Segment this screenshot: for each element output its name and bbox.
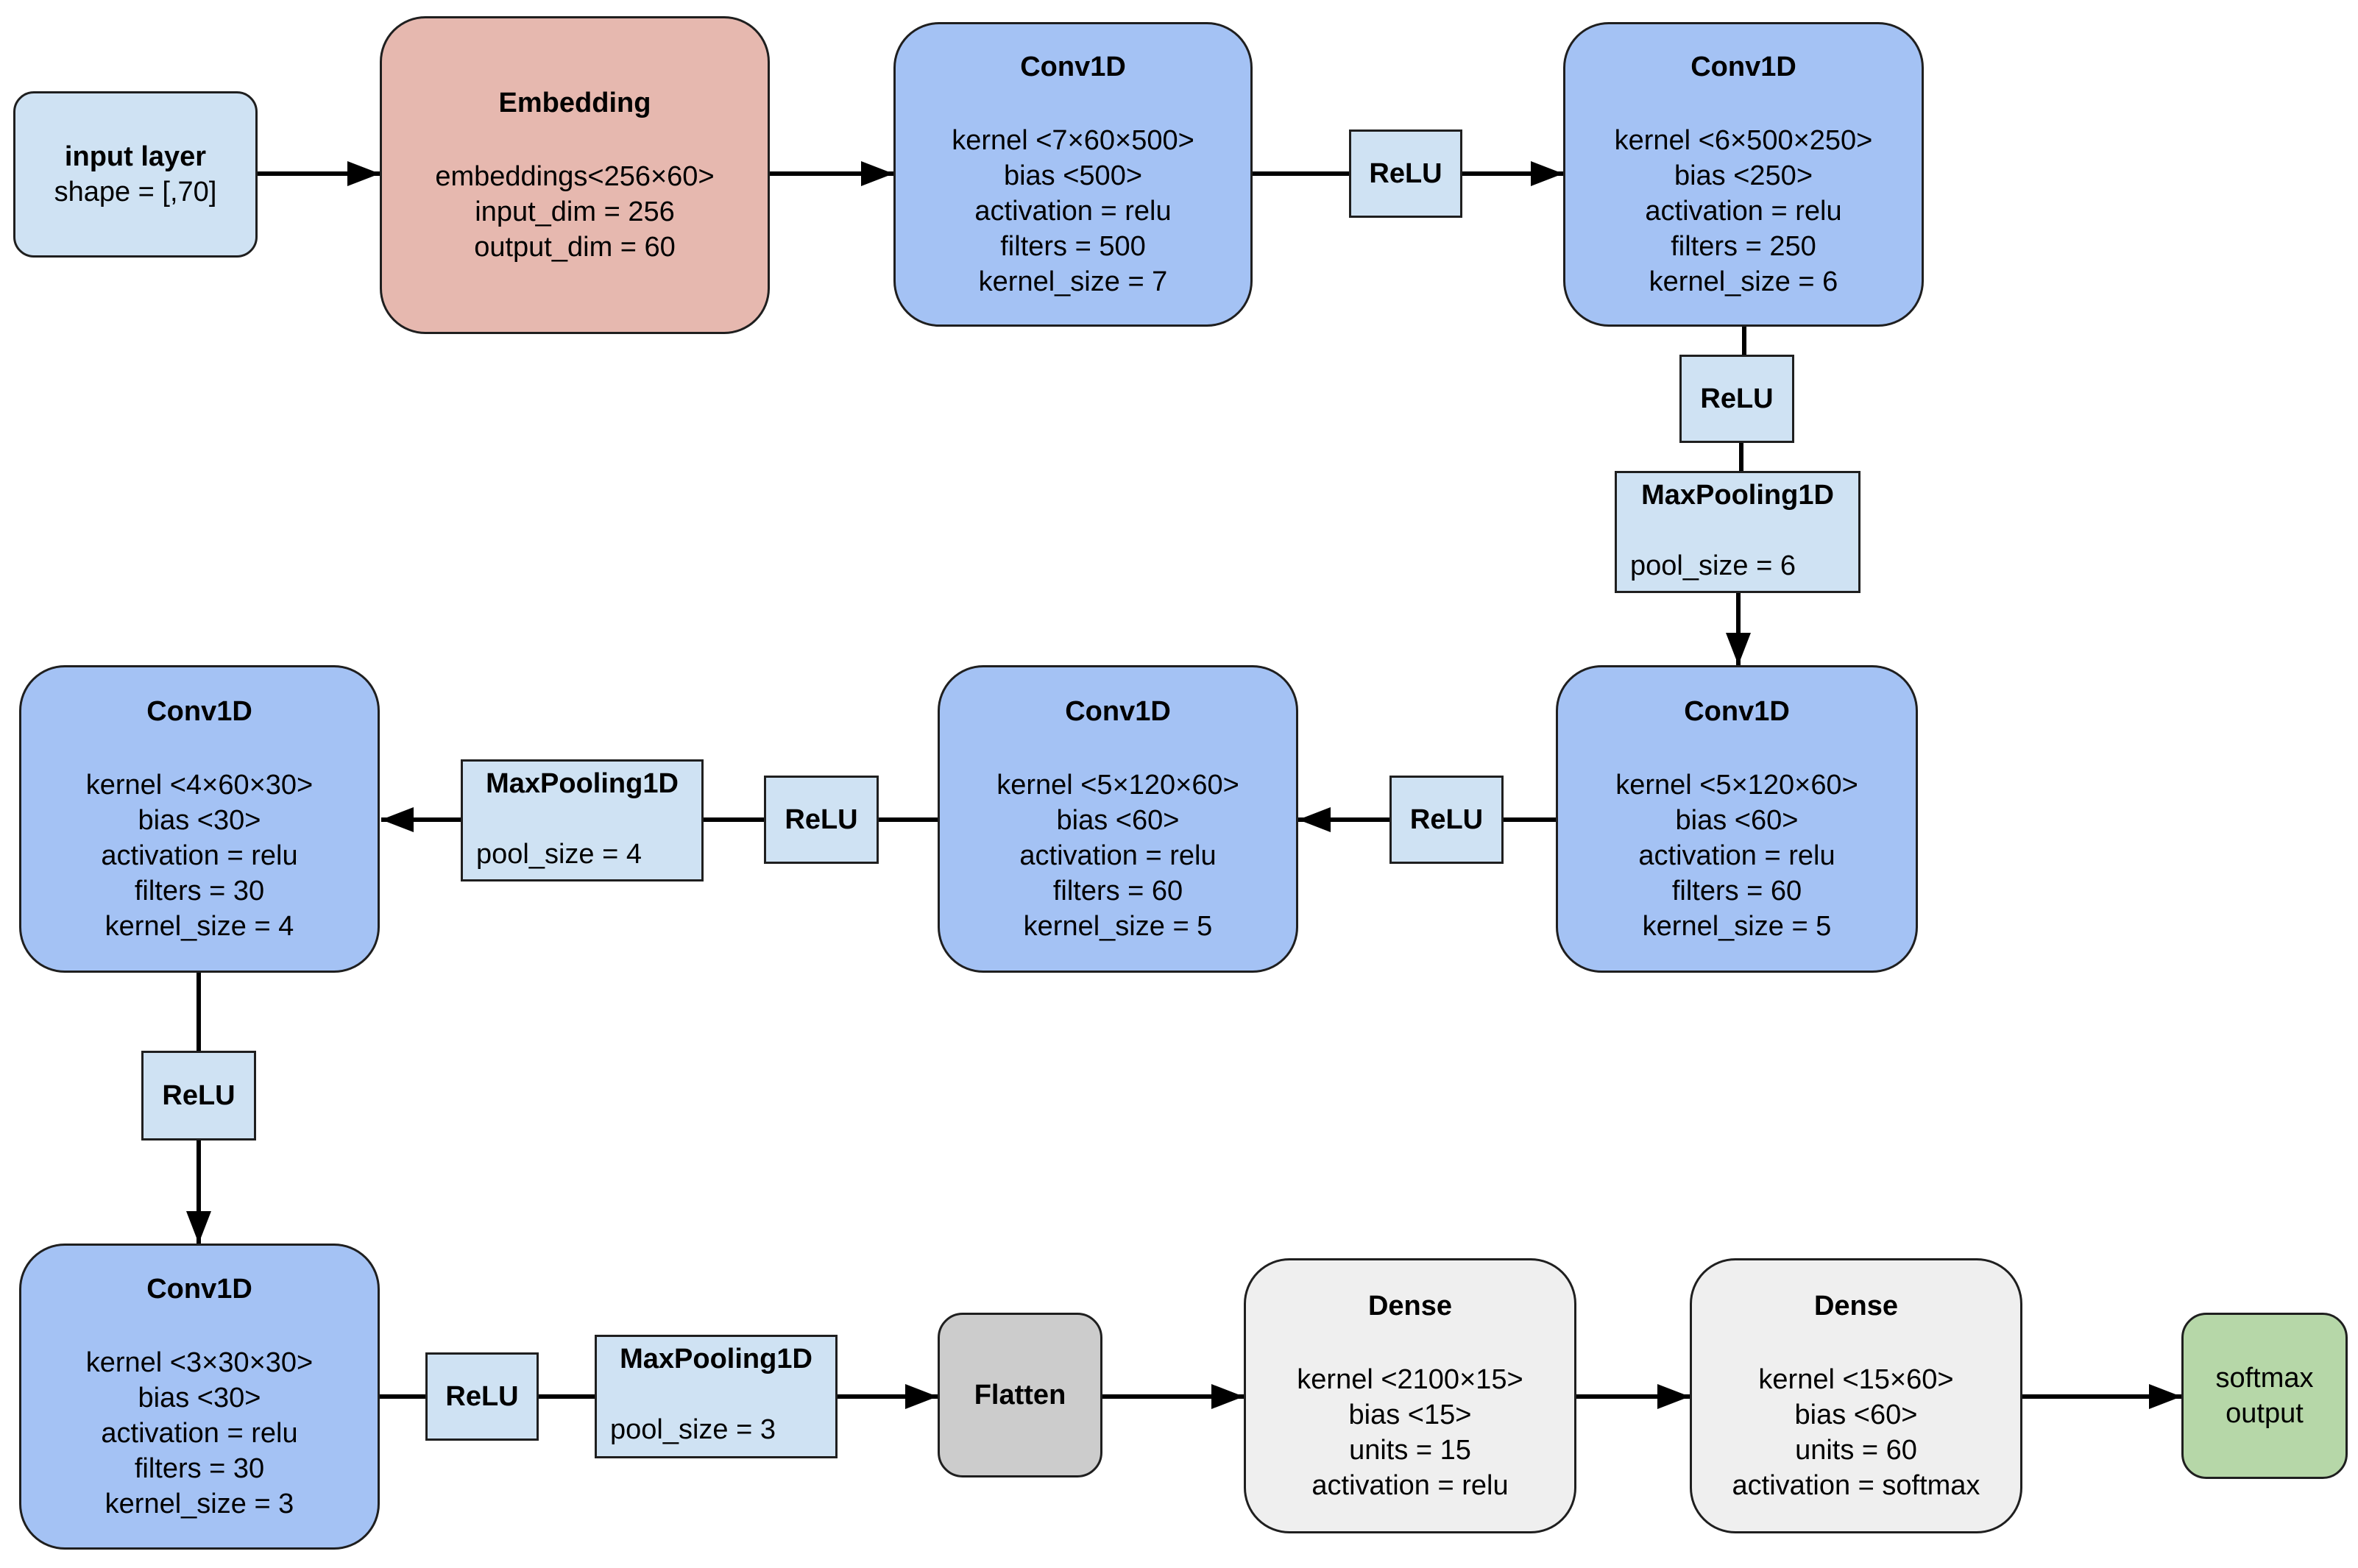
relu-node-3: ReLU — [1389, 776, 1504, 864]
node-title: MaxPooling1D — [486, 768, 679, 799]
conv1d-node-5: Conv1D kernel <4×60×30> bias <30> activa… — [19, 665, 380, 973]
node-param: pool_size = 4 — [476, 839, 642, 870]
node-param: filters = 60 — [1052, 876, 1183, 907]
node-title: ReLU — [1369, 158, 1442, 189]
conv1d-node-1: Conv1D kernel <7×60×500> bias <500> acti… — [893, 22, 1253, 327]
node-param: activation = relu — [1311, 1470, 1509, 1501]
node-param: activation = softmax — [1732, 1470, 1980, 1501]
node-param: embeddings<256×60> — [435, 161, 715, 192]
relu-node-2: ReLU — [1679, 355, 1794, 443]
node-param: bias <30> — [138, 1383, 261, 1413]
node-title: ReLU — [1409, 804, 1484, 835]
node-param: output_dim = 60 — [474, 232, 676, 263]
node-title: Dense — [1367, 1291, 1453, 1322]
node-param: pool_size = 3 — [610, 1414, 776, 1445]
node-param: kernel <4×60×30> — [85, 770, 314, 801]
node-title: Conv1D — [146, 1274, 252, 1305]
dense-node-1: Dense kernel <2100×15> bias <15> units =… — [1244, 1258, 1576, 1533]
node-param: bias <500> — [1003, 160, 1143, 191]
node-param: kernel_size = 3 — [105, 1489, 294, 1519]
node-param: kernel <6×500×250> — [1614, 125, 1873, 156]
node-param: kernel_size = 5 — [1023, 911, 1213, 942]
node-param: bias <60> — [1794, 1400, 1918, 1430]
dense-node-2: Dense kernel <15×60> bias <60> units = 6… — [1690, 1258, 2022, 1533]
input-layer-node: input layer shape = [,70] — [13, 91, 258, 258]
node-title: input layer — [64, 141, 207, 172]
node-title: Conv1D — [1684, 696, 1790, 727]
node-param: shape = [,70] — [54, 177, 217, 207]
node-param: filters = 60 — [1671, 876, 1802, 907]
maxpooling1d-node-3: MaxPooling1D pool_size = 3 — [595, 1335, 838, 1458]
node-param: kernel <15×60> — [1758, 1364, 1954, 1395]
node-param: bias <15> — [1348, 1400, 1472, 1430]
embedding-node: Embedding embeddings<256×60> input_dim =… — [380, 16, 770, 334]
node-title: MaxPooling1D — [1641, 480, 1834, 511]
node-title: Conv1D — [1065, 696, 1171, 727]
node-title: MaxPooling1D — [620, 1344, 812, 1374]
relu-node-5: ReLU — [141, 1051, 256, 1140]
relu-node-6: ReLU — [425, 1352, 539, 1441]
node-param: kernel_size = 6 — [1649, 266, 1838, 297]
node-param: filters = 500 — [1000, 231, 1146, 262]
softmax-output-node: softmax output — [2181, 1313, 2348, 1479]
relu-node-4: ReLU — [764, 776, 879, 864]
node-param: units = 60 — [1795, 1435, 1917, 1466]
node-title: Conv1D — [1690, 52, 1796, 82]
maxpooling1d-node-1: MaxPooling1D pool_size = 6 — [1615, 471, 1860, 593]
node-title: Dense — [1813, 1291, 1899, 1322]
node-param: pool_size = 6 — [1630, 550, 1796, 581]
node-param: activation = relu — [974, 196, 1172, 227]
node-title: ReLU — [785, 804, 858, 835]
node-title: Conv1D — [146, 696, 252, 727]
conv1d-node-3: Conv1D kernel <5×120×60> bias <60> activ… — [1556, 665, 1918, 973]
node-param: activation = relu — [1645, 196, 1842, 227]
node-param: activation = relu — [1638, 840, 1835, 871]
node-title: ReLU — [445, 1381, 519, 1412]
conv1d-node-6: Conv1D kernel <3×30×30> bias <30> activa… — [19, 1244, 380, 1550]
node-param: activation = relu — [1019, 840, 1217, 871]
node-param: kernel_size = 7 — [978, 266, 1168, 297]
node-param: activation = relu — [101, 840, 298, 871]
relu-node-1: ReLU — [1349, 130, 1462, 218]
conv1d-node-4: Conv1D kernel <5×120×60> bias <60> activ… — [938, 665, 1298, 973]
node-param: filters = 250 — [1671, 231, 1816, 262]
node-param: kernel <7×60×500> — [952, 125, 1194, 156]
node-title: ReLU — [1700, 383, 1774, 414]
node-param: output — [2226, 1398, 2304, 1429]
maxpooling1d-node-2: MaxPooling1D pool_size = 4 — [461, 759, 704, 881]
node-param: softmax — [2215, 1363, 2314, 1394]
flatten-node: Flatten — [938, 1313, 1102, 1477]
node-param: kernel_size = 5 — [1642, 911, 1832, 942]
node-param: kernel <5×120×60> — [1615, 770, 1858, 801]
node-param: bias <60> — [1675, 805, 1799, 836]
node-param: input_dim = 256 — [475, 196, 675, 227]
node-param: activation = relu — [101, 1418, 298, 1449]
node-param: kernel <3×30×30> — [85, 1347, 314, 1378]
node-param: bias <30> — [138, 805, 261, 836]
node-title: Embedding — [498, 88, 651, 118]
node-param: kernel <2100×15> — [1297, 1364, 1523, 1395]
node-param: bias <250> — [1674, 160, 1813, 191]
node-param: kernel <5×120×60> — [996, 770, 1239, 801]
node-title: ReLU — [162, 1080, 236, 1111]
node-param: filters = 30 — [134, 876, 265, 907]
node-title: Conv1D — [1020, 52, 1126, 82]
node-param: units = 15 — [1349, 1435, 1471, 1466]
node-param: bias <60> — [1056, 805, 1180, 836]
node-title: Flatten — [974, 1380, 1066, 1411]
node-param: kernel_size = 4 — [105, 911, 294, 942]
node-param: filters = 30 — [134, 1453, 265, 1484]
conv1d-node-2: Conv1D kernel <6×500×250> bias <250> act… — [1563, 22, 1924, 327]
